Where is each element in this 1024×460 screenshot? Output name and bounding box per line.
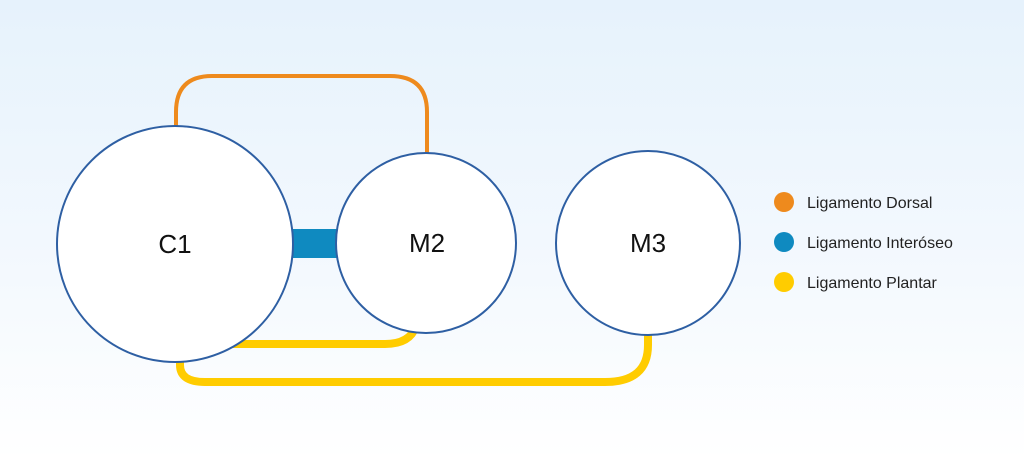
legend-swatch-interoseo (774, 232, 794, 252)
node-c1-circle (56, 125, 294, 363)
legend-label-interoseo: Ligamento Interóseo (807, 235, 953, 252)
legend-item-interoseo: Ligamento Interóseo (774, 232, 953, 252)
link-c1-m2-dorsal (174, 74, 429, 158)
node-c1-label: C1 (158, 229, 191, 259)
node-m3-circle (555, 150, 741, 336)
node-c1: C1 (56, 125, 294, 363)
node-m3-label: M3 (630, 228, 666, 258)
node-m3: M3 (555, 150, 741, 336)
legend-label-dorsal: Ligamento Dorsal (807, 195, 932, 212)
legend-swatch-dorsal (774, 192, 794, 212)
node-m2: M2 (335, 152, 517, 334)
legend-item-dorsal: Ligamento Dorsal (774, 192, 932, 212)
legend-swatch-plantar (774, 272, 794, 292)
node-m2-label: M2 (409, 228, 445, 258)
legend: Ligamento Dorsal Ligamento Interóseo Lig… (774, 192, 953, 292)
legend-item-plantar: Ligamento Plantar (774, 272, 938, 292)
link-c1-m3-plantar (176, 324, 652, 386)
node-m2-circle (335, 152, 517, 334)
link-c1-m2-interoseo (286, 229, 344, 258)
legend-label-plantar: Ligamento Plantar (807, 275, 938, 292)
